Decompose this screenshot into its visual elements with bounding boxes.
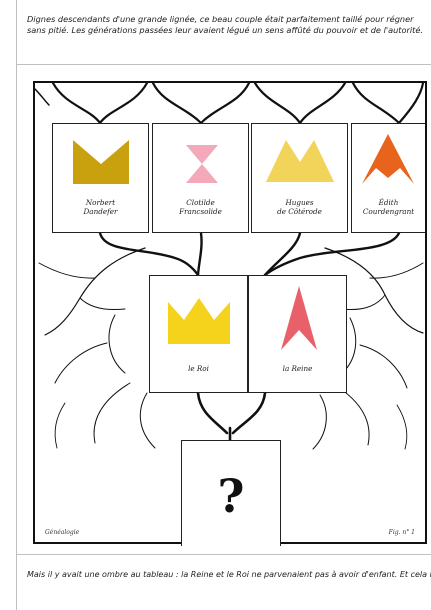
- portrait-la-reine: la Reine: [248, 275, 347, 393]
- portrait-clotilde-francsolide: Clotilde Francsolide: [152, 123, 249, 233]
- outro-paragraph: Mais il y avait une ombre au tableau : l…: [27, 569, 431, 580]
- portrait-name: la Reine: [249, 364, 346, 373]
- intro-paragraph: Dignes descendants d'une grande lignée, …: [27, 14, 425, 35]
- portrait-name: Norbert Dandefer: [53, 198, 148, 216]
- top-divider: [17, 64, 431, 65]
- genealogy-plate: Norbert Dandefer Clotilde Francsolide Hu…: [33, 81, 427, 544]
- bottom-divider: [17, 554, 431, 555]
- portrait-unknown-child: ?: [181, 440, 281, 546]
- portrait-name: Hugues de Côtérode: [252, 198, 347, 216]
- arrow-peak-icon: [279, 284, 319, 352]
- crown-icon: [71, 138, 131, 186]
- portrait-norbert-dandefer: Norbert Dandefer: [52, 123, 149, 233]
- portrait-name: Édith Courdengrant: [352, 198, 425, 216]
- plate-title: Généalogie: [45, 529, 79, 536]
- portrait-hugues-de-coterode: Hugues de Côtérode: [251, 123, 348, 233]
- figure-number: Fig. n° 1: [389, 529, 415, 536]
- portrait-name: Clotilde Francsolide: [153, 198, 248, 216]
- arrow-peak-icon: [360, 132, 416, 186]
- book-page: Dignes descendants d'une grande lignée, …: [16, 0, 431, 610]
- crown-icon: [166, 296, 232, 346]
- portrait-name: le Roi: [150, 364, 247, 373]
- double-peak-icon: [264, 136, 336, 184]
- portrait-edith-courdengrant: Édith Courdengrant: [351, 123, 425, 233]
- question-mark: ?: [182, 471, 280, 521]
- hourglass-icon: [185, 144, 219, 184]
- portrait-le-roi: le Roi: [149, 275, 248, 393]
